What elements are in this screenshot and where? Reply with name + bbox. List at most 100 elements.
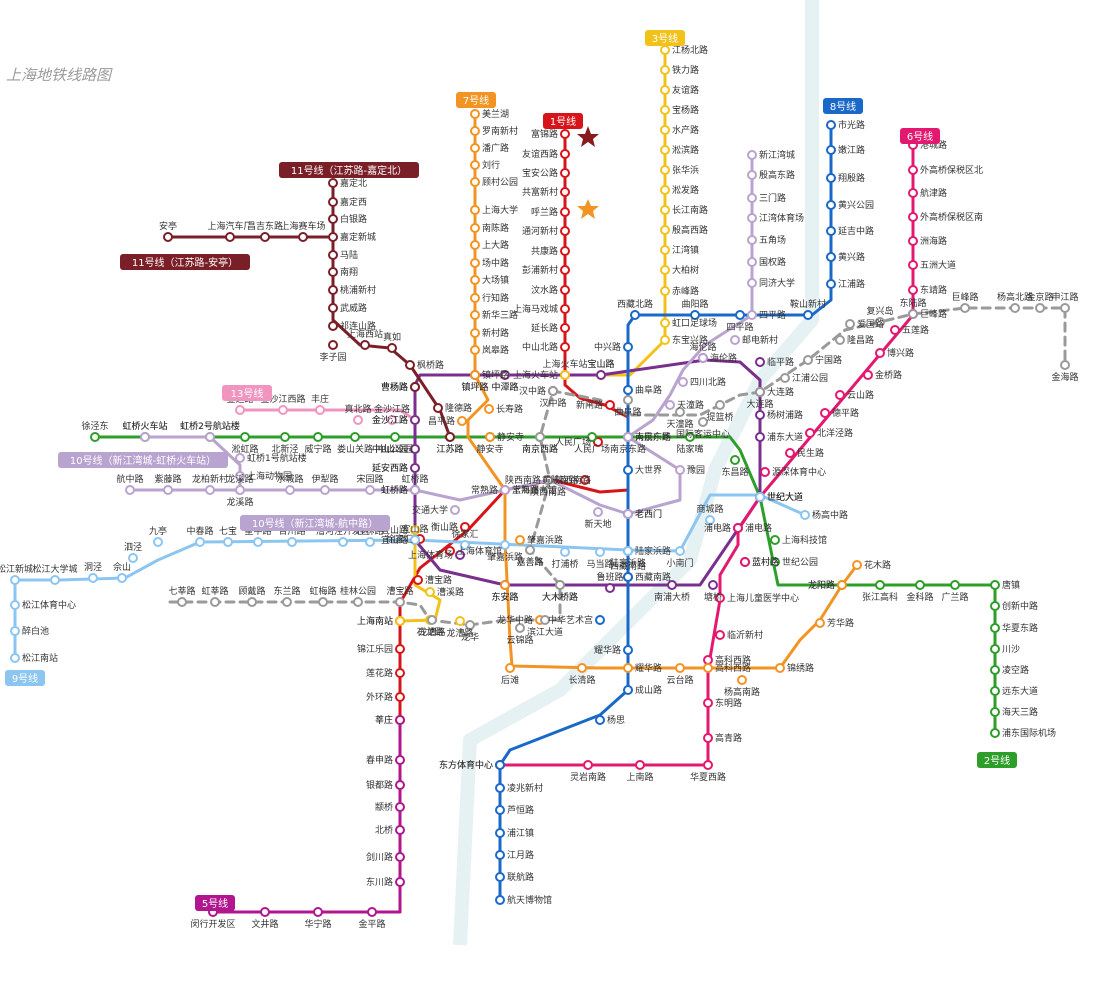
station-marker[interactable] <box>445 546 455 556</box>
station-marker[interactable] <box>470 177 480 187</box>
station-marker[interactable] <box>660 245 670 255</box>
station-marker[interactable] <box>660 65 670 75</box>
station-marker[interactable] <box>328 214 338 224</box>
station-marker[interactable] <box>128 553 138 563</box>
station-marker[interactable] <box>665 400 675 410</box>
line-badge[interactable] <box>456 92 496 108</box>
station-marker[interactable] <box>410 382 420 392</box>
station-marker[interactable] <box>470 370 480 380</box>
station-marker[interactable] <box>990 707 1000 717</box>
station-marker[interactable] <box>163 232 173 242</box>
station-marker[interactable] <box>737 675 747 685</box>
station-marker[interactable] <box>747 170 757 180</box>
station-marker[interactable] <box>10 653 20 663</box>
station-marker[interactable] <box>177 597 187 607</box>
station-marker[interactable] <box>515 535 525 545</box>
station-marker[interactable] <box>495 760 505 770</box>
station-marker[interactable] <box>675 407 685 417</box>
station-marker[interactable] <box>990 644 1000 654</box>
station-marker[interactable] <box>240 432 250 442</box>
station-marker[interactable] <box>328 303 338 313</box>
station-marker[interactable] <box>485 432 495 442</box>
station-marker[interactable] <box>605 400 615 410</box>
station-marker[interactable] <box>247 597 257 607</box>
station-marker[interactable] <box>350 432 360 442</box>
station-marker[interactable] <box>495 850 505 860</box>
station-marker[interactable] <box>660 225 670 235</box>
station-marker[interactable] <box>548 386 558 396</box>
station-marker[interactable] <box>715 630 725 640</box>
station-marker[interactable] <box>515 623 525 633</box>
station-marker[interactable] <box>660 335 670 345</box>
station-marker[interactable] <box>455 616 465 626</box>
station-marker[interactable] <box>353 415 363 425</box>
station-marker[interactable] <box>10 626 20 636</box>
station-marker[interactable] <box>815 618 825 628</box>
station-marker[interactable] <box>50 575 60 585</box>
station-marker[interactable] <box>465 620 475 630</box>
station-marker[interactable] <box>826 226 836 236</box>
station-marker[interactable] <box>703 663 713 673</box>
line-badge[interactable] <box>977 752 1017 768</box>
station-marker[interactable] <box>540 615 550 625</box>
station-marker[interactable] <box>282 597 292 607</box>
station-marker[interactable] <box>470 275 480 285</box>
station-marker[interactable] <box>826 120 836 130</box>
station-marker[interactable] <box>560 129 570 139</box>
station-marker[interactable] <box>405 360 415 370</box>
station-marker[interactable] <box>450 505 460 515</box>
station-marker[interactable] <box>560 149 570 159</box>
station-marker[interactable] <box>195 537 205 547</box>
station-marker[interactable] <box>623 572 633 582</box>
station-marker[interactable] <box>410 444 420 454</box>
station-marker[interactable] <box>630 310 640 320</box>
station-marker[interactable] <box>328 197 338 207</box>
station-marker[interactable] <box>560 187 570 197</box>
station-marker[interactable] <box>803 310 813 320</box>
station-marker[interactable] <box>703 760 713 770</box>
station-marker[interactable] <box>733 523 743 533</box>
station-marker[interactable] <box>320 485 330 495</box>
station-marker[interactable] <box>560 370 570 380</box>
station-marker[interactable] <box>505 663 515 673</box>
station-marker[interactable] <box>1060 360 1070 370</box>
station-marker[interactable] <box>660 265 670 275</box>
station-marker[interactable] <box>908 212 918 222</box>
station-marker[interactable] <box>298 232 308 242</box>
station-marker[interactable] <box>163 485 173 495</box>
station-marker[interactable] <box>560 246 570 256</box>
station-marker[interactable] <box>660 318 670 328</box>
station-marker[interactable] <box>660 286 670 296</box>
station-marker[interactable] <box>395 616 405 626</box>
station-marker[interactable] <box>470 109 480 119</box>
station-marker[interactable] <box>543 475 553 485</box>
station-marker[interactable] <box>260 907 270 917</box>
station-marker[interactable] <box>660 85 670 95</box>
station-marker[interactable] <box>495 828 505 838</box>
station-marker[interactable] <box>235 485 245 495</box>
station-marker[interactable] <box>10 575 20 585</box>
station-marker[interactable] <box>605 583 615 593</box>
station-marker[interactable] <box>623 663 633 673</box>
station-marker[interactable] <box>318 597 328 607</box>
station-marker[interactable] <box>455 550 465 560</box>
line-badge[interactable] <box>58 452 228 468</box>
station-marker[interactable] <box>495 895 505 905</box>
station-marker[interactable] <box>470 126 480 136</box>
station-marker[interactable] <box>153 537 163 547</box>
station-marker[interactable] <box>660 105 670 115</box>
station-marker[interactable] <box>560 323 570 333</box>
line-badge[interactable] <box>5 670 45 686</box>
line-badge[interactable] <box>195 895 235 911</box>
line-badge[interactable] <box>222 385 272 401</box>
station-marker[interactable] <box>623 342 633 352</box>
line-badge[interactable] <box>823 98 863 114</box>
station-marker[interactable] <box>675 663 685 673</box>
station-marker[interactable] <box>470 293 480 303</box>
station-marker[interactable] <box>770 557 780 567</box>
station-marker[interactable] <box>427 615 437 625</box>
station-marker[interactable] <box>560 207 570 217</box>
station-marker[interactable] <box>845 319 855 329</box>
station-marker[interactable] <box>413 575 423 585</box>
station-marker[interactable] <box>660 125 670 135</box>
